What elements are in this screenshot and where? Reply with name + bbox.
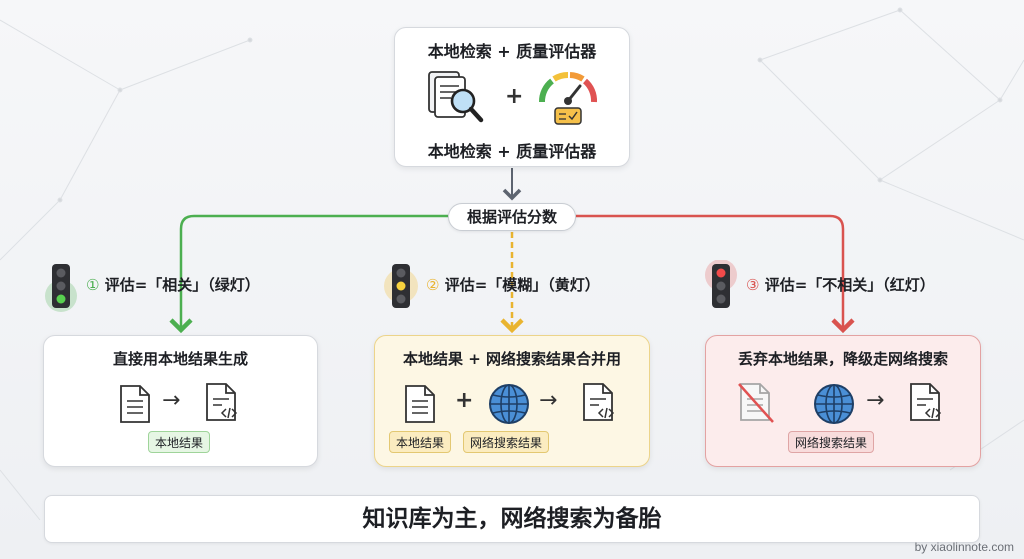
local-result-tag: 本地结果	[389, 431, 452, 453]
branch-text: 评估=「相关」（绿灯）	[104, 276, 260, 294]
local-result-tag: 本地结果	[148, 431, 211, 453]
arrow-icon: →	[539, 388, 558, 413]
branch-number: ②	[426, 276, 440, 294]
decision-label: 根据评估分数	[448, 203, 576, 231]
top-box-title: 本地检索 + 质量评估器	[427, 42, 597, 61]
watermark: by xiaolinnote.com	[914, 540, 1014, 554]
plus-symbol: +	[455, 388, 474, 413]
local-retrieval-evaluator-box: 本地检索 + 质量评估器 + 本地检索 + 质量评估器	[394, 27, 630, 167]
globe-icon	[489, 384, 529, 424]
document-search-icon	[428, 71, 484, 123]
generated-code-document-icon	[206, 383, 238, 421]
arrow-icon: →	[866, 388, 885, 413]
connector-green	[169, 214, 448, 334]
document-icon	[120, 385, 150, 423]
ambiguous-outcome-box: 本地结果 + 网络搜索结果合并用 + → 本地结果 网络搜索结果	[374, 335, 650, 467]
arrow-icon: →	[162, 388, 181, 413]
connector-red	[576, 214, 855, 334]
globe-icon	[814, 384, 854, 424]
top-box-caption: 本地检索 + 质量评估器	[427, 142, 597, 161]
discarded-document-icon	[738, 383, 774, 423]
generated-code-document-icon	[910, 383, 942, 421]
branch-text: 评估=「模糊」（黄灯）	[444, 276, 600, 294]
web-search-result-tag: 网络搜索结果	[463, 431, 550, 453]
generated-code-document-icon	[583, 383, 615, 421]
branch-number: ③	[746, 276, 760, 294]
branch-label-irrelevant: ③ 评估=「不相关」（红灯）	[746, 274, 935, 295]
branch-label-relevant: ① 评估=「相关」（绿灯）	[86, 274, 260, 295]
document-icon	[405, 385, 435, 423]
irrelevant-outcome-box: 丢弃本地结果，降级走网络搜索 → 网络搜索结果	[705, 335, 981, 467]
branch-label-ambiguous: ② 评估=「模糊」（黄灯）	[426, 274, 600, 295]
outcome-title: 本地结果 + 网络搜索结果合并用	[402, 350, 621, 368]
green-traffic-light-icon	[45, 264, 77, 312]
relevant-outcome-box: 直接用本地结果生成 → 本地结果	[43, 335, 318, 467]
red-traffic-light-icon	[705, 260, 737, 308]
branch-number: ①	[86, 276, 100, 294]
conclusion-banner: 知识库为主，网络搜索为备胎	[44, 495, 980, 543]
outcome-title: 直接用本地结果生成	[112, 350, 248, 368]
plus-symbol: +	[505, 84, 524, 109]
outcome-title: 丢弃本地结果，降级走网络搜索	[737, 350, 948, 368]
quality-gauge-icon	[539, 71, 598, 125]
branch-text: 评估=「不相关」（红灯）	[764, 276, 935, 294]
yellow-traffic-light-icon	[384, 264, 418, 308]
web-search-result-tag: 网络搜索结果	[788, 431, 875, 453]
